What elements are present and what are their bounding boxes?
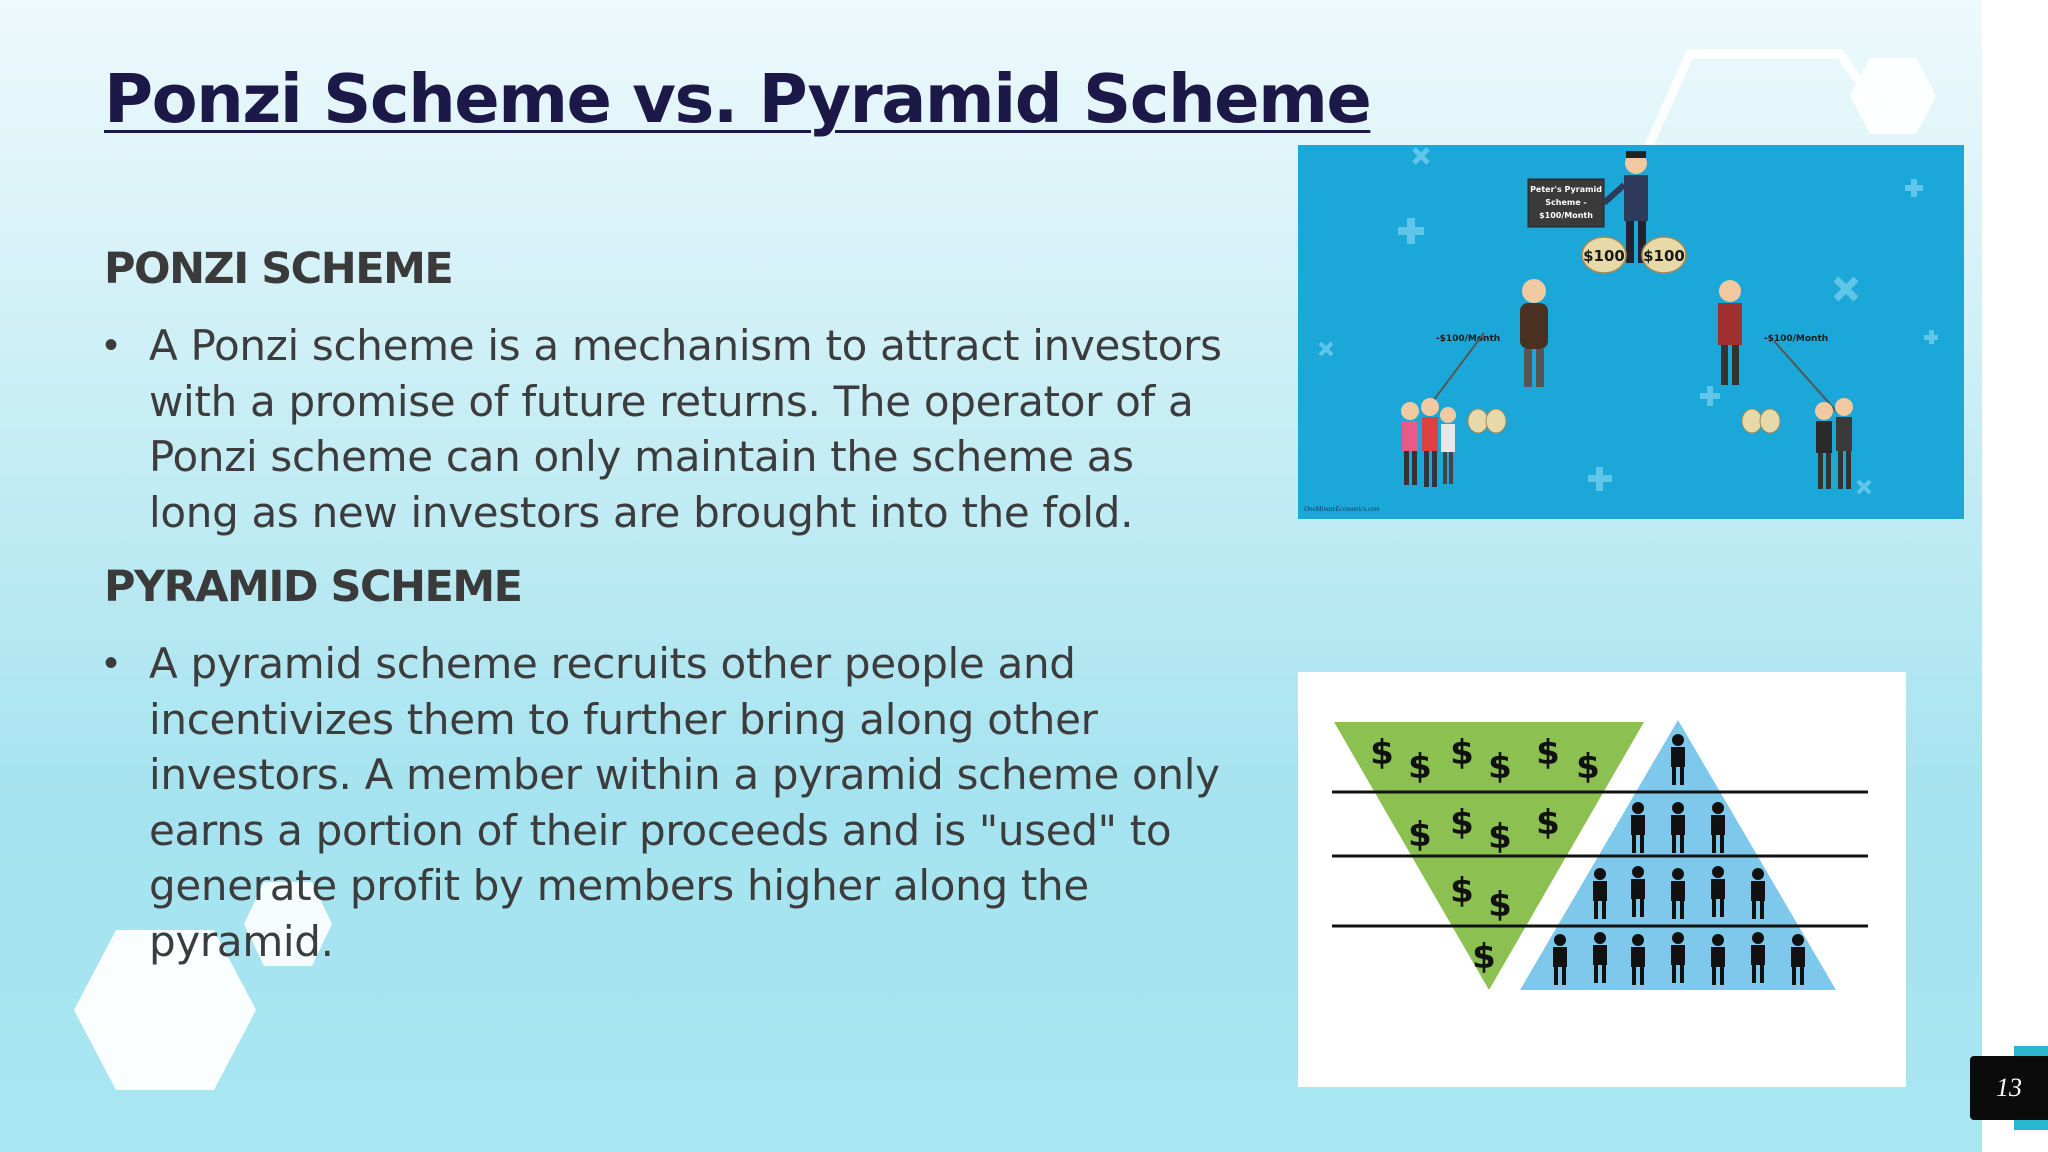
svg-text:$: $ bbox=[1488, 747, 1512, 787]
right-edge-strip bbox=[1982, 0, 2048, 1152]
pyramid-heading: PYRAMID SCHEME bbox=[104, 562, 523, 612]
page-number: 13 bbox=[1970, 1056, 2048, 1120]
ponzi-bullet: • A Ponzi scheme is a mechanism to attra… bbox=[104, 318, 1234, 548]
svg-text:$: $ bbox=[1450, 871, 1474, 911]
people-icons bbox=[1553, 734, 1805, 985]
svg-text:$: $ bbox=[1450, 803, 1474, 843]
ponzi-heading: PONZI SCHEME bbox=[104, 244, 454, 294]
svg-text:$: $ bbox=[1488, 817, 1512, 857]
pyramid-scheme-cartoon-image: Peter's Pyramid Scheme - $100/Month $100… bbox=[1298, 145, 1964, 519]
label-left-month: -$100/Month bbox=[1436, 334, 1500, 344]
money-vs-people-pyramid-image: $ $ $ $ $ $ $ $ $ $ $ $ $ bbox=[1298, 672, 1906, 1087]
svg-text:$: $ bbox=[1488, 885, 1512, 925]
sign-line-3: $100/Month bbox=[1539, 211, 1593, 220]
decorative-hexagon-small bbox=[1850, 58, 1936, 134]
money-bags-lower bbox=[1467, 408, 1781, 434]
pyramid-bullet: • A pyramid scheme recruits other people… bbox=[104, 636, 1234, 976]
dollar-signs: $ $ $ $ $ $ $ $ $ $ $ $ $ bbox=[1370, 733, 1600, 977]
money-bags-top: $100 $100 bbox=[1581, 236, 1687, 274]
image-credit: OneMinuteEconomics.com bbox=[1304, 505, 1380, 513]
bottom-left-people bbox=[1401, 398, 1456, 487]
svg-text:$: $ bbox=[1370, 733, 1394, 773]
decorative-hexagon-tiny bbox=[244, 882, 332, 966]
bullet-marker: • bbox=[104, 323, 119, 367]
background-marks bbox=[1318, 147, 1938, 495]
slide-title: Ponzi Scheme vs. Pyramid Scheme bbox=[104, 60, 1372, 138]
top-person-figure bbox=[1601, 151, 1648, 263]
label-right-month: -$100/Month bbox=[1764, 334, 1828, 344]
ponzi-description: A Ponzi scheme is a mechanism to attract… bbox=[149, 321, 1222, 537]
bullet-marker: • bbox=[104, 641, 119, 685]
sign-line-2: Scheme - bbox=[1545, 198, 1587, 207]
svg-text:$: $ bbox=[1408, 747, 1432, 787]
pyramid-description: A pyramid scheme recruits other people a… bbox=[149, 639, 1220, 966]
bag-label-left: $100 bbox=[1583, 247, 1625, 265]
pyramid-sign: Peter's Pyramid Scheme - $100/Month bbox=[1527, 178, 1605, 228]
svg-text:$: $ bbox=[1472, 937, 1496, 977]
decorative-hexagon-large bbox=[74, 930, 256, 1090]
bag-label-right: $100 bbox=[1643, 247, 1685, 265]
bottom-right-people bbox=[1815, 398, 1853, 489]
svg-text:$: $ bbox=[1536, 803, 1560, 843]
middle-right-person bbox=[1718, 280, 1742, 385]
sign-line-1: Peter's Pyramid bbox=[1530, 185, 1602, 194]
divider-lines bbox=[1332, 790, 1868, 928]
svg-text:$: $ bbox=[1576, 747, 1600, 787]
middle-left-person bbox=[1520, 279, 1548, 387]
svg-text:$: $ bbox=[1536, 733, 1560, 773]
svg-text:$: $ bbox=[1408, 815, 1432, 855]
svg-text:$: $ bbox=[1450, 733, 1474, 773]
